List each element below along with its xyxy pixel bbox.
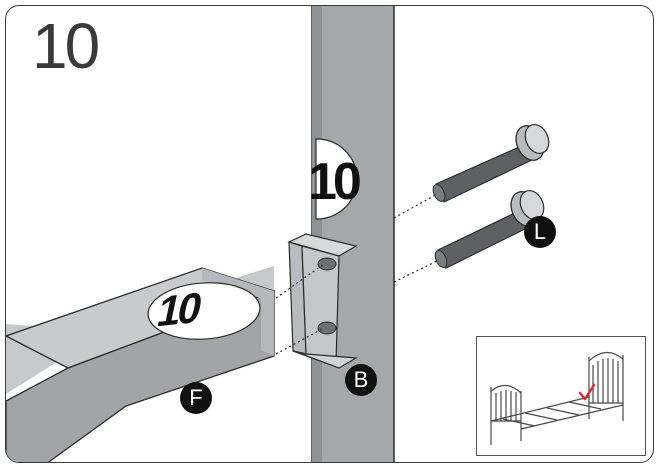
guide-lines [275,192,442,355]
bed-overview-illustration [490,351,624,445]
bed-overview-inset [476,336,646,456]
step-frame: 10 10 10 F B L [5,5,654,463]
post-label-number: 10 [308,153,362,211]
part-badge-bracket: B [345,364,377,396]
step-number: 10 [32,10,100,82]
assembly-scene [6,6,550,462]
check-mark-icon [578,383,596,401]
part-badge-bolt: L [524,216,556,248]
post-label-disc [315,138,358,220]
bolt-upper [432,123,550,203]
bed-post [311,6,395,462]
rail-label-disc [147,282,261,340]
part-badge-frame: F [180,382,212,414]
